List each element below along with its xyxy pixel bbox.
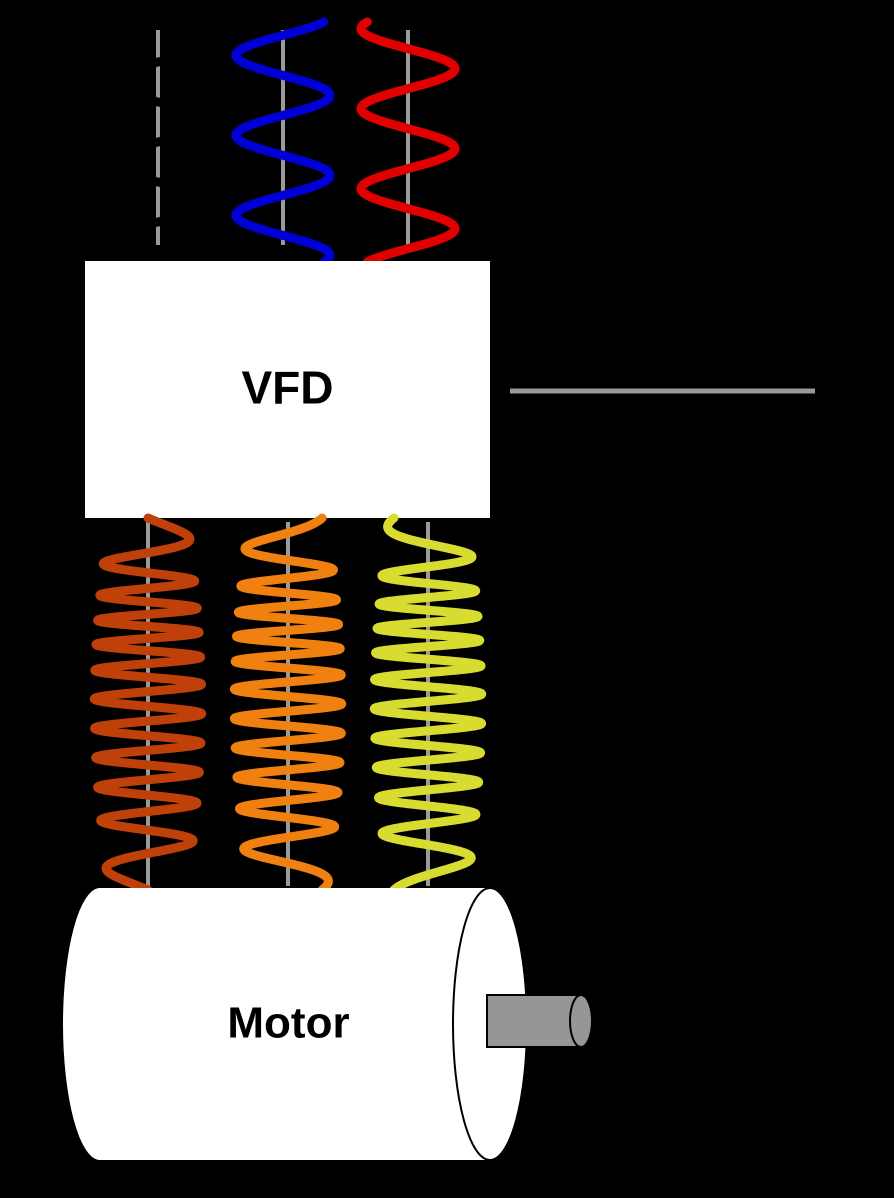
motor-body[interactable]	[63, 888, 527, 1160]
input-waveform-l2	[231, 17, 335, 267]
input-waveform-curves	[91, 17, 460, 267]
output-waveform-v	[229, 513, 347, 895]
input-waveform-l3	[356, 17, 460, 267]
vfd-box[interactable]	[85, 261, 490, 518]
motor-label: Motor	[227, 999, 349, 1048]
vfd-label: VFD	[242, 362, 334, 414]
input-waveform-group	[91, 17, 460, 267]
output-waveform-u	[89, 513, 207, 895]
output-waveform-group	[89, 513, 487, 895]
motor-shaft	[486, 994, 593, 1048]
output-waveform-w	[369, 513, 487, 895]
motor-shaft-cap	[569, 994, 593, 1048]
output-waveform-curves	[89, 513, 487, 895]
vfd-block[interactable]: VFD	[85, 261, 490, 518]
input-waveform-l1	[91, 17, 225, 267]
motor-block[interactable]: Motor	[63, 886, 593, 1162]
